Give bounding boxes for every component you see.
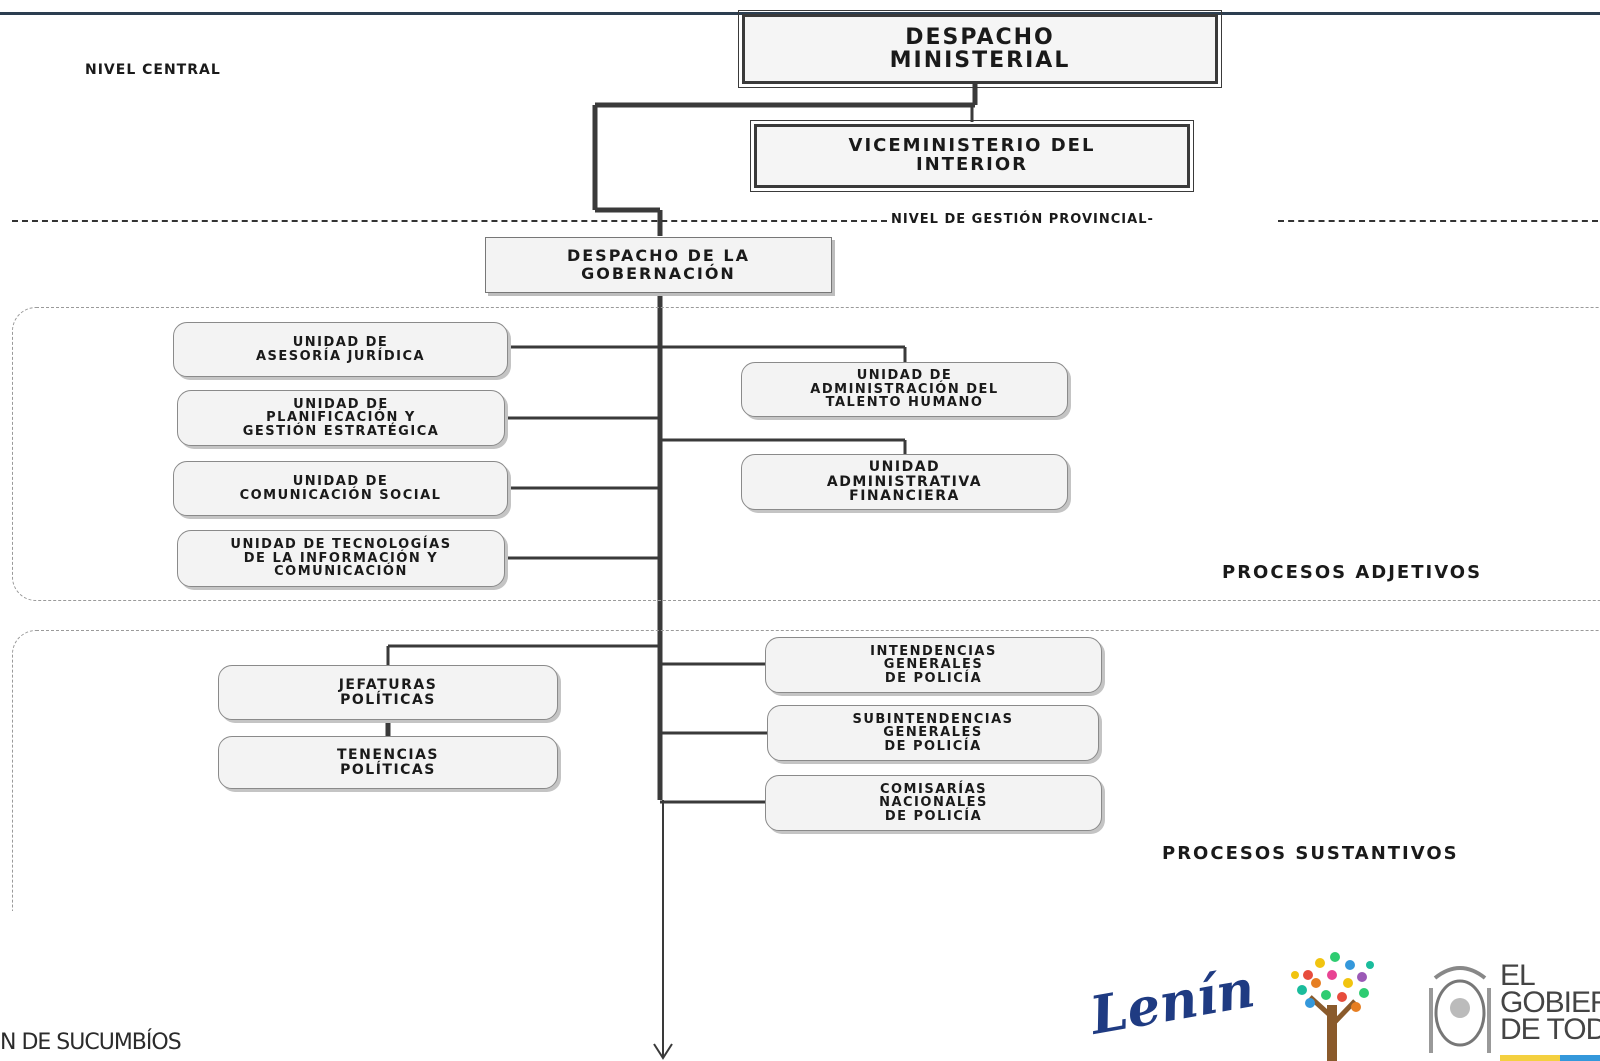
unit-tecnologias-informacion: UNIDAD DE TECNOLOGÍAS DE LA INFORMACIÓN … (177, 530, 505, 587)
tree-logo-icon (1291, 952, 1374, 1061)
logo-flag-bar (1500, 1055, 1600, 1061)
provincial-divider-right (1278, 220, 1598, 222)
top-rule (0, 12, 1600, 15)
node-despacho-ministerial: DESPACHO MINISTERIAL (738, 10, 1222, 88)
group-label-adjetivos: PROCESOS ADJETIVOS (1222, 562, 1483, 583)
level-label-provincial: NIVEL DE GESTIÓN PROVINCIAL- (887, 212, 1158, 227)
unit-administrativa-financiera: UNIDAD ADMINISTRATIVA FINANCIERA (741, 454, 1068, 510)
group-procesos-sustantivos (12, 630, 1600, 911)
unit-planificacion: UNIDAD DE PLANIFICACIÓN Y GESTIÓN ESTRAT… (177, 390, 505, 446)
ecuador-coat-of-arms-icon (1429, 966, 1491, 1053)
node-viceministerio: VICEMINISTERIO DEL INTERIOR (750, 120, 1194, 192)
unit-comunicacion-social: UNIDAD DE COMUNICACIÓN SOCIAL (173, 461, 508, 516)
unit-tenencias-politicas: TENENCIAS POLÍTICAS (218, 736, 558, 789)
group-label-sustantivos: PROCESOS SUSTANTIVOS (1162, 843, 1459, 864)
node-despacho-gobernacion: DESPACHO DE LA GOBERNACIÓN (485, 237, 832, 293)
level-label-central: NIVEL CENTRAL (85, 62, 221, 78)
unit-jefaturas-politicas: JEFATURAS POLÍTICAS (218, 665, 558, 720)
provincial-divider-left (12, 220, 887, 222)
unit-comisarias-nacionales: COMISARÍAS NACIONALES DE POLICÍA (765, 775, 1102, 831)
group-procesos-adjetivos (12, 307, 1600, 601)
unit-intendencias-generales: INTENDENCIAS GENERALES DE POLICÍA (765, 637, 1102, 693)
arrow-head (653, 1043, 673, 1060)
footer-gobernacion-text: N DE SUCUMBÍOS (0, 1030, 182, 1055)
unit-subintendencias-generales: SUBINTENDENCIAS GENERALES DE POLICÍA (767, 705, 1099, 761)
unit-asesoria-juridica: UNIDAD DE ASESORÍA JURÍDICA (173, 322, 508, 377)
unit-talento-humano: UNIDAD DE ADMINISTRACIÓN DEL TALENTO HUM… (741, 362, 1068, 417)
el-gobierno-de-todos-logo: EL GOBIERN DE TODO (1500, 959, 1600, 1046)
